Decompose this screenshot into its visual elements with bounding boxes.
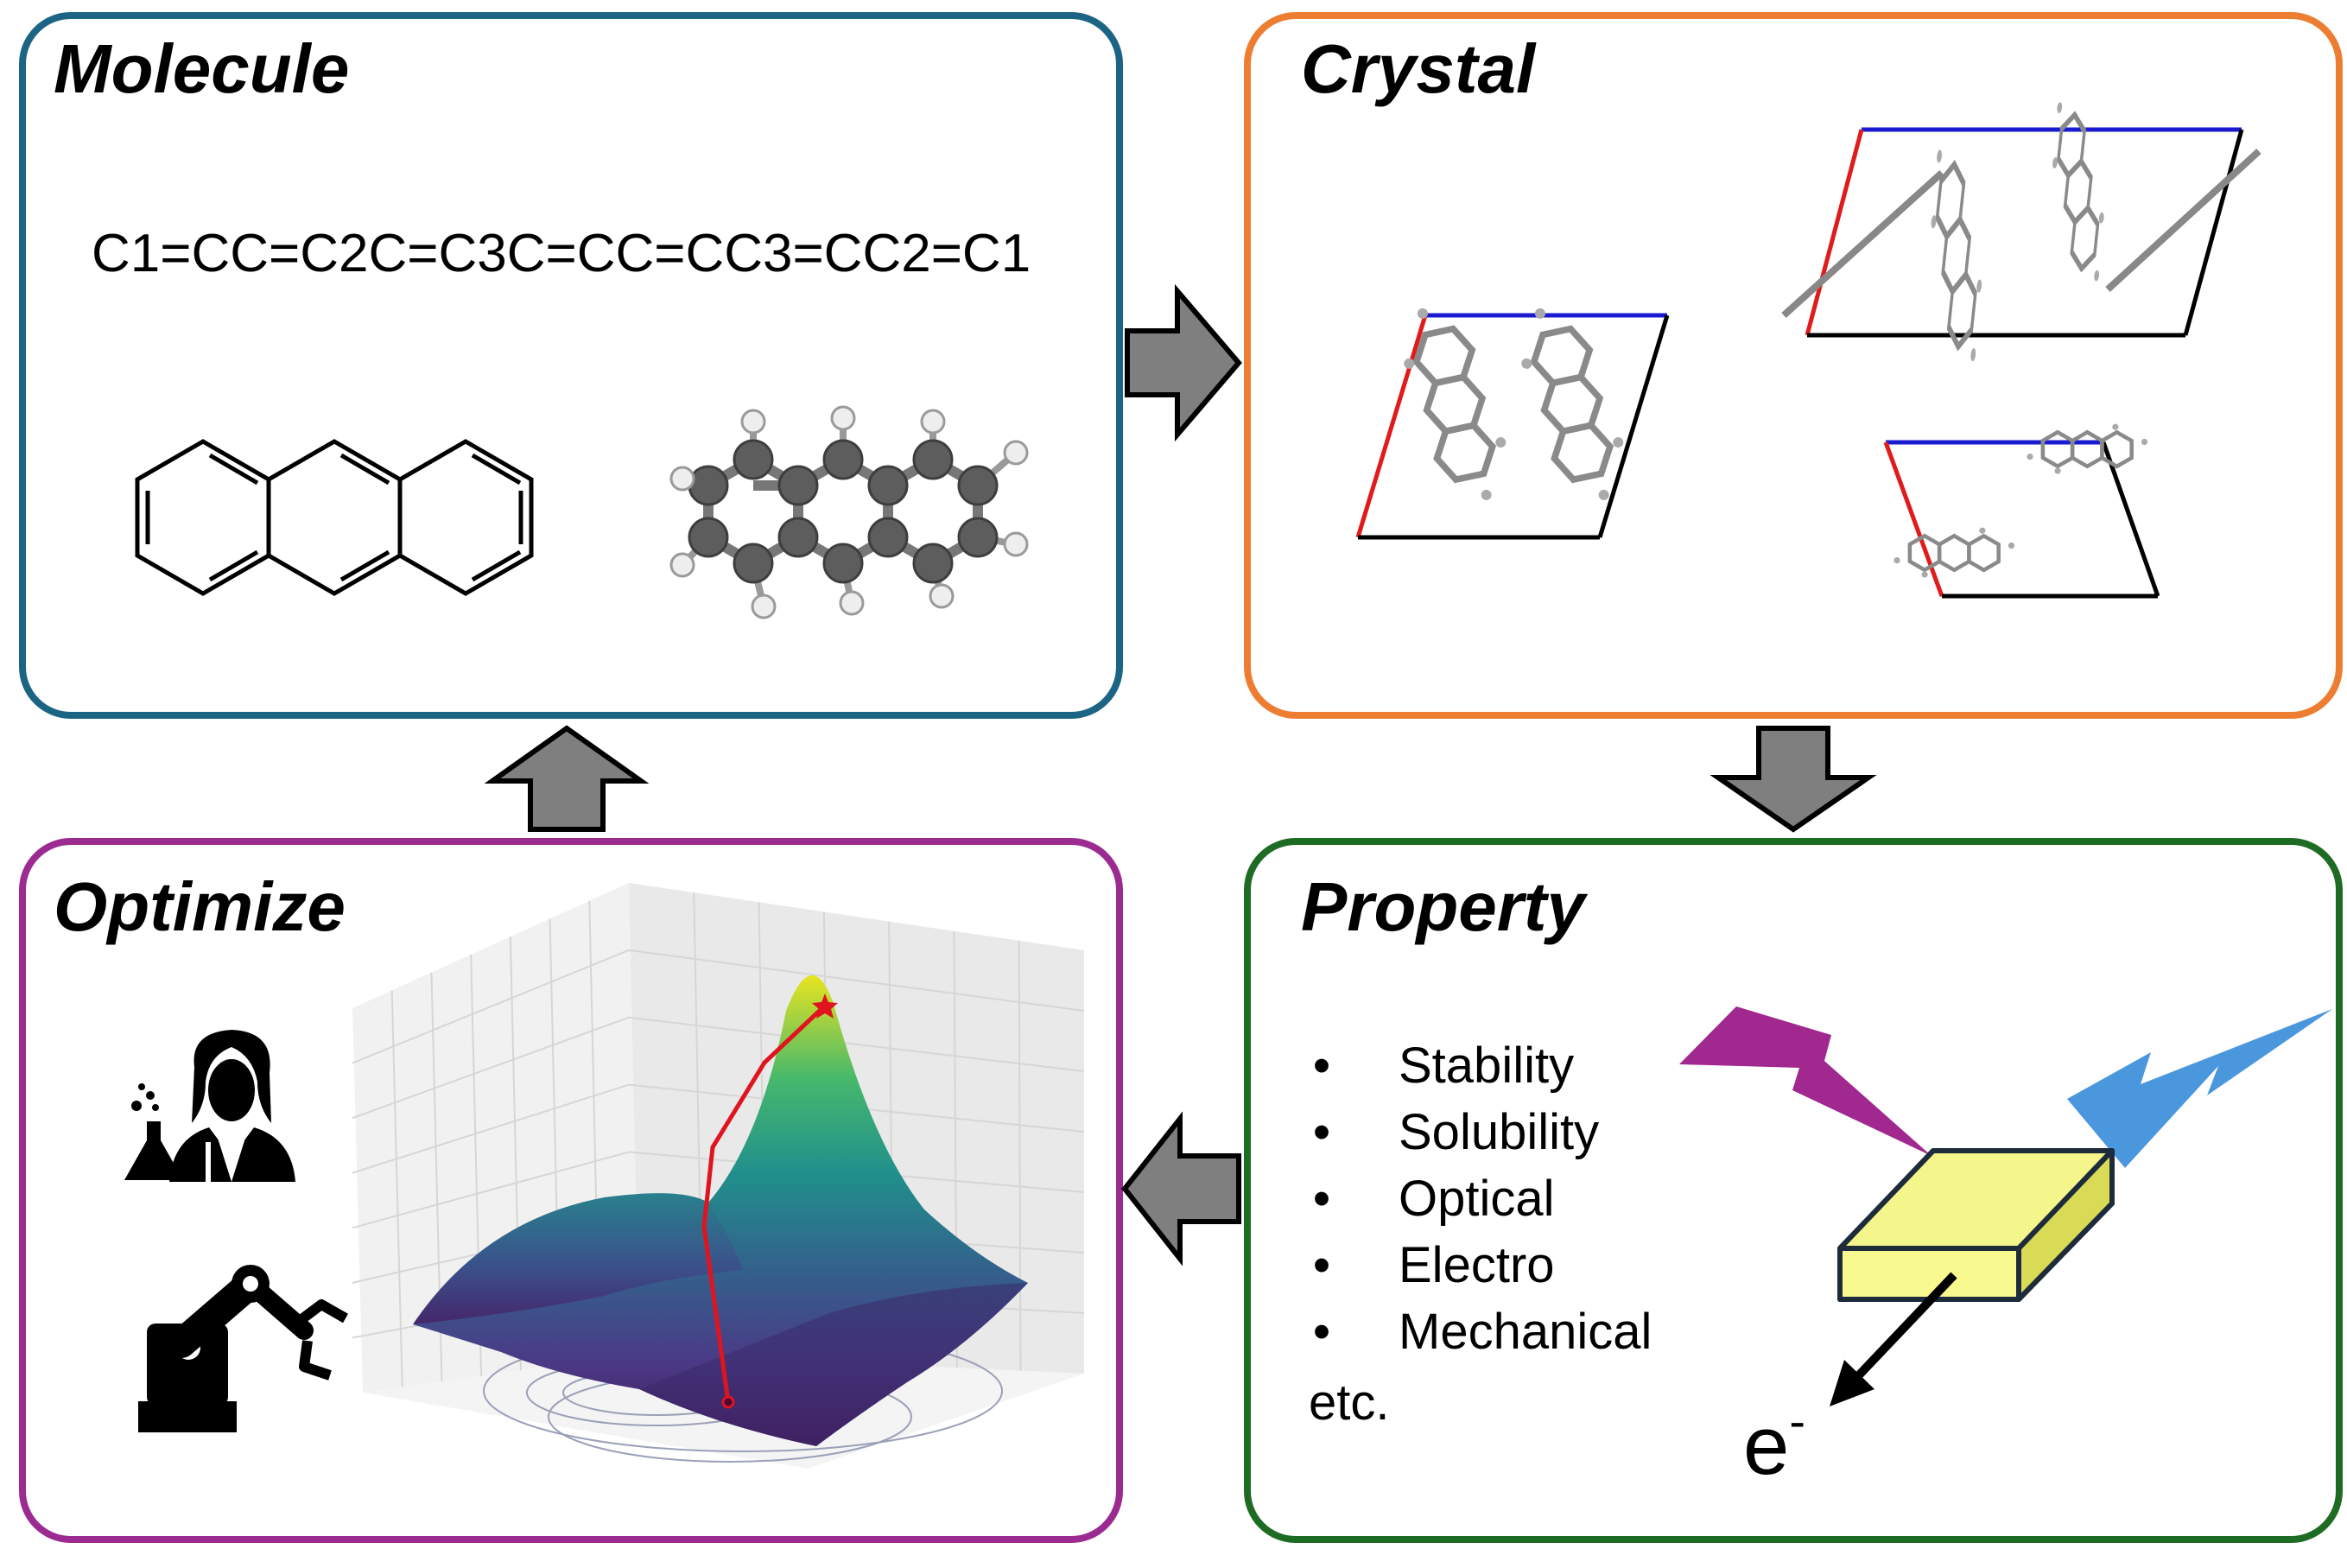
molecule-title: Molecule (54, 30, 350, 107)
list-item: •Mechanical (1312, 1304, 1652, 1360)
list-item: •Optical (1312, 1171, 1555, 1227)
property-etc: etc. (1309, 1374, 1390, 1431)
electron-emission-arrow (1830, 1272, 1957, 1406)
flow-arrow-up-icon (484, 725, 650, 832)
electron-label: e- (1743, 1393, 1806, 1492)
flow-arrow-left-icon (1121, 1111, 1241, 1266)
crystal-cell-left (1355, 307, 1670, 540)
incoming-light-icon (1679, 1006, 1932, 1156)
skeletal-structure (135, 439, 534, 596)
crystal-title: Crystal (1301, 30, 1536, 107)
ball-and-stick-model (669, 405, 1029, 619)
crystal-slab-icon (1837, 1148, 2115, 1302)
property-panel (1244, 838, 2343, 1543)
optimize-title: Optimize (54, 868, 346, 945)
flow-arrow-down-icon (1710, 726, 1877, 833)
crystal-cell-top-right (1781, 102, 2261, 361)
optimization-surface-plot (352, 883, 1085, 1469)
crystal-cell-bottom-right (1883, 391, 2160, 610)
list-item: •Solubility (1312, 1104, 1600, 1160)
list-item: •Stability (1312, 1038, 1575, 1094)
property-list: •Stability •Solubility •Optical •Electro… (1309, 1032, 1652, 1365)
property-title: Property (1301, 868, 1585, 945)
smiles-string: C1=CC=C2C=C3C=CC=CC3=CC2=C1 (92, 224, 1031, 283)
flow-arrow-right-icon (1125, 283, 1242, 442)
outgoing-light-icon (2067, 1009, 2332, 1168)
list-item: •Electro (1312, 1237, 1555, 1293)
robot-arm-icon (138, 1265, 348, 1432)
scientist-icon (124, 1030, 295, 1182)
